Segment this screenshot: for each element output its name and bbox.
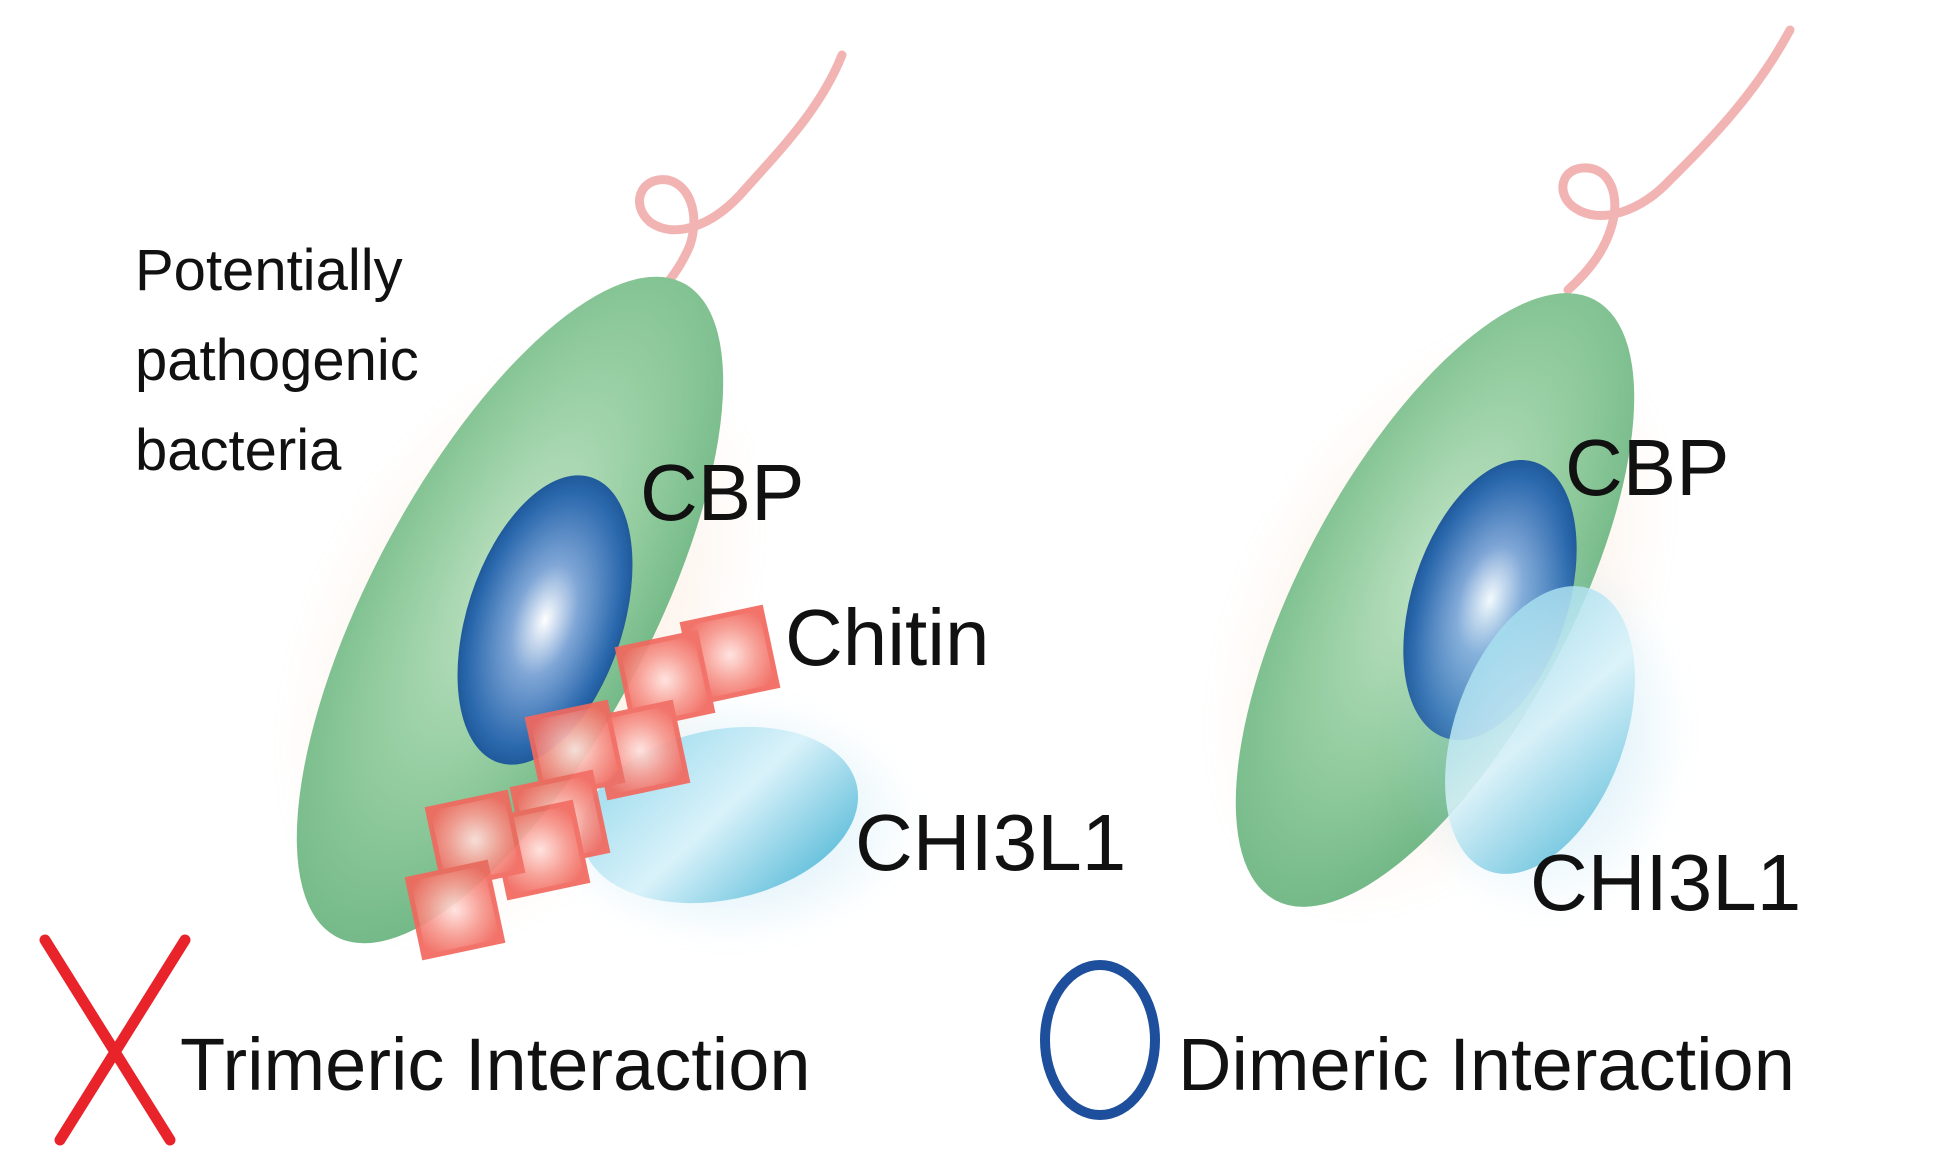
dimeric-interaction-label: Dimeric Interaction xyxy=(1178,1023,1795,1106)
left-panel: Potentially pathogenic bacteria CBP Chit… xyxy=(39,50,1126,1146)
bacteria-label-line3: bacteria xyxy=(135,418,342,483)
red-x-icon xyxy=(39,934,191,1146)
trimeric-interaction-label: Trimeric Interaction xyxy=(180,1023,811,1106)
bacteria-label-line1: Potentially xyxy=(135,238,403,303)
chitin-chain xyxy=(404,604,781,961)
chi3l1-label-left: CHI3L1 xyxy=(855,798,1126,887)
cbp-left xyxy=(457,475,633,765)
right-panel: CBP CHI3L1 Dimeric Interaction xyxy=(1040,25,1801,1120)
cbp-label-right: CBP xyxy=(1565,423,1730,512)
chi3l1-label-right: CHI3L1 xyxy=(1530,838,1801,927)
flagellum-left xyxy=(633,50,847,317)
bacteria-label-line2: pathogenic xyxy=(135,328,419,393)
blue-circle-icon xyxy=(1040,960,1160,1120)
chi3l1-right xyxy=(1445,586,1635,874)
chitin-label: Chitin xyxy=(785,593,990,682)
cbp-label-left: CBP xyxy=(640,448,805,537)
flagellum-right xyxy=(1558,25,1795,295)
